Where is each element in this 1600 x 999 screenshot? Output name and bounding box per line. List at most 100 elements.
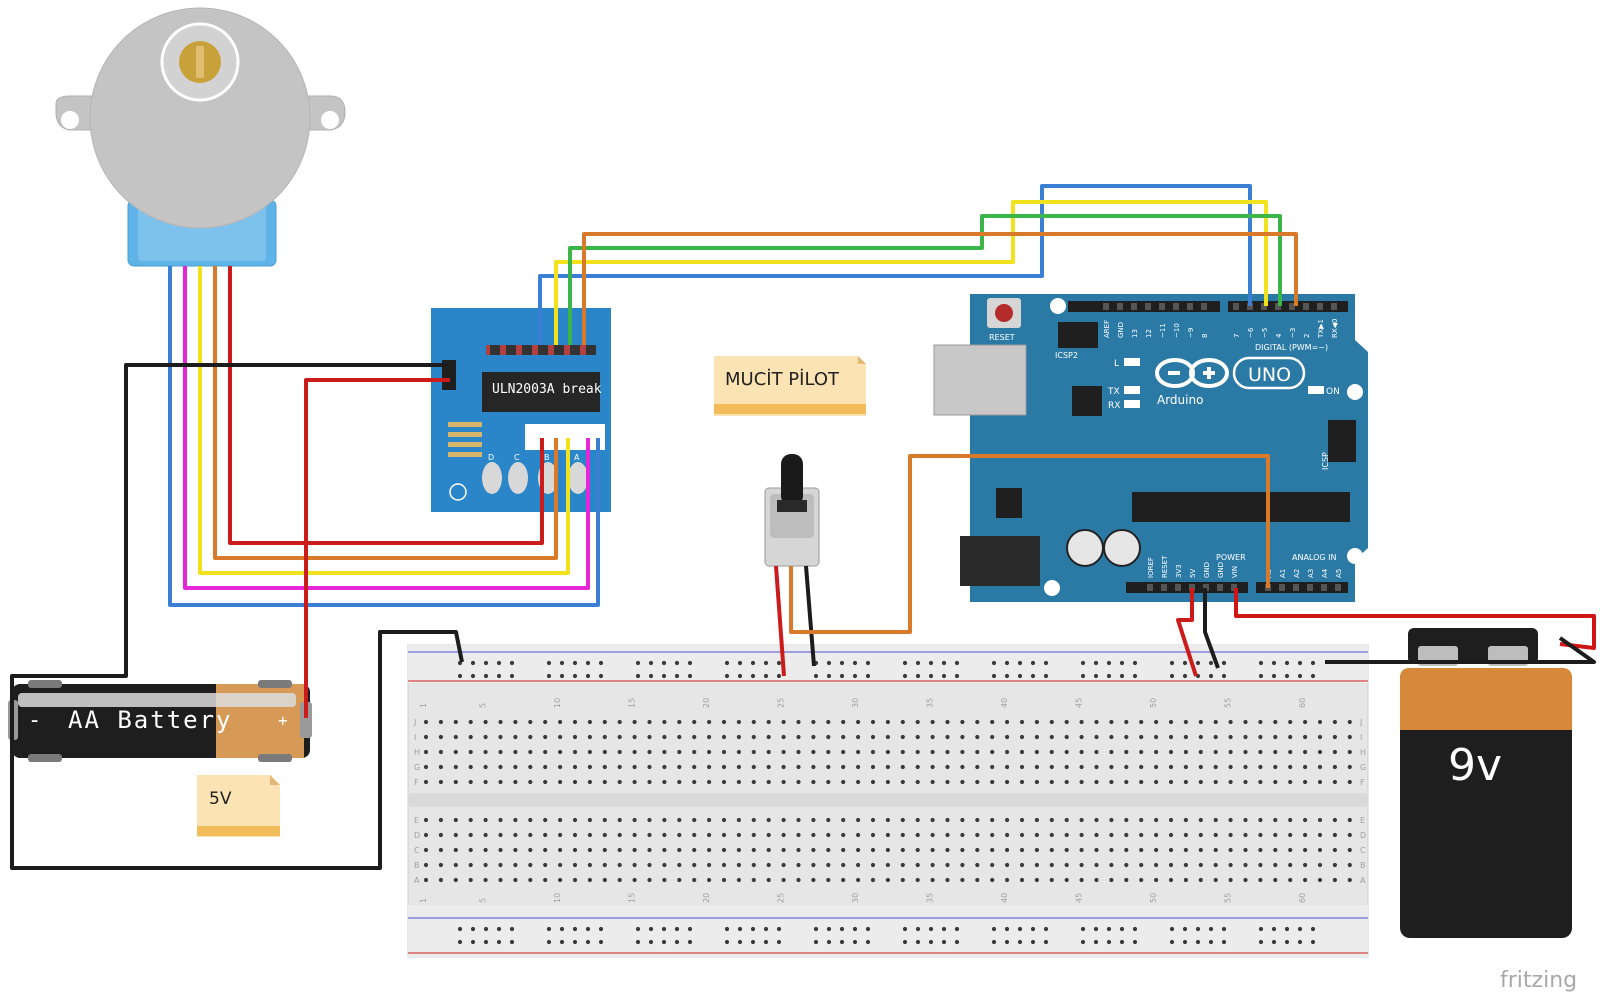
terminal-hole bbox=[543, 779, 548, 785]
terminal-hole bbox=[1273, 764, 1278, 770]
terminal-hole bbox=[841, 779, 846, 785]
terminal-hole bbox=[483, 817, 488, 823]
terminal-hole bbox=[960, 764, 965, 770]
pin-label: 3V3 bbox=[1175, 564, 1183, 578]
terminal-hole bbox=[438, 764, 443, 770]
rail-hole bbox=[1043, 673, 1049, 679]
terminal-hole bbox=[975, 847, 980, 853]
terminal-hole bbox=[960, 779, 965, 785]
terminal-hole bbox=[1109, 877, 1114, 883]
rail-hole bbox=[826, 926, 832, 932]
terminal-hole bbox=[528, 764, 533, 770]
header-hole bbox=[1201, 303, 1207, 310]
terminal-hole bbox=[543, 764, 548, 770]
terminal-hole bbox=[781, 779, 786, 785]
terminal-hole bbox=[1243, 734, 1248, 740]
header-hole bbox=[1117, 303, 1123, 310]
rail-hole bbox=[1195, 939, 1201, 945]
terminal-hole bbox=[1019, 847, 1025, 853]
terminal-hole bbox=[960, 719, 965, 725]
terminal-hole bbox=[662, 862, 667, 868]
rail-hole bbox=[1093, 926, 1099, 932]
rail-hole bbox=[954, 673, 960, 679]
terminal-hole bbox=[498, 847, 503, 853]
terminal-hole bbox=[1034, 862, 1039, 868]
terminal-hole bbox=[1243, 719, 1248, 725]
rail-hole bbox=[724, 660, 730, 666]
rail-hole bbox=[915, 660, 921, 666]
terminal-hole bbox=[572, 749, 578, 755]
terminal-hole bbox=[766, 832, 771, 838]
terminal-hole bbox=[423, 749, 429, 755]
terminal-hole bbox=[945, 877, 950, 883]
terminal-hole bbox=[1079, 779, 1084, 785]
terminal-hole bbox=[1034, 764, 1039, 770]
terminal-hole bbox=[1228, 817, 1233, 823]
header-hole bbox=[1231, 584, 1237, 591]
rail-hole bbox=[687, 673, 693, 679]
terminal-hole bbox=[528, 862, 533, 868]
terminal-hole bbox=[1079, 877, 1084, 883]
terminal-hole bbox=[1019, 764, 1025, 770]
rail-hole bbox=[915, 926, 921, 932]
terminal-hole bbox=[1288, 764, 1293, 770]
rail-hole bbox=[813, 673, 819, 679]
terminal-hole bbox=[1303, 764, 1308, 770]
rail-hole bbox=[1284, 673, 1290, 679]
rail-hole bbox=[585, 660, 591, 666]
terminal-hole bbox=[856, 779, 861, 785]
terminal-hole bbox=[528, 779, 533, 785]
terminal-hole bbox=[1154, 779, 1159, 785]
terminal-hole bbox=[468, 734, 473, 740]
terminal-hole bbox=[811, 847, 816, 853]
terminal-hole bbox=[1303, 847, 1308, 853]
terminal-hole bbox=[930, 832, 935, 838]
terminal-hole bbox=[1303, 877, 1308, 883]
terminal-hole bbox=[662, 832, 667, 838]
rail-hole bbox=[991, 660, 997, 666]
terminal-hole bbox=[1183, 734, 1188, 740]
wire-motor-blue bbox=[168, 266, 600, 607]
terminal-hole bbox=[1317, 749, 1323, 755]
rail-hole bbox=[1093, 673, 1099, 679]
terminal-hole bbox=[841, 734, 846, 740]
terminal-hole bbox=[781, 862, 786, 868]
terminal-hole bbox=[1258, 832, 1263, 838]
terminal-hole bbox=[468, 749, 473, 755]
terminal-hole bbox=[602, 847, 607, 853]
terminal-hole bbox=[1124, 817, 1129, 823]
arduino-power-label: POWER bbox=[1216, 553, 1246, 562]
terminal-hole bbox=[1243, 817, 1248, 823]
terminal-hole bbox=[751, 749, 756, 755]
header-hole bbox=[1275, 303, 1281, 310]
terminal-hole bbox=[1303, 817, 1308, 823]
column-number: 15 bbox=[628, 698, 637, 708]
terminal-hole bbox=[870, 779, 876, 785]
terminal-hole bbox=[1228, 832, 1233, 838]
battery-9v-label: 9v bbox=[1448, 740, 1502, 791]
terminal-hole bbox=[990, 877, 995, 883]
terminal-hole bbox=[602, 832, 607, 838]
pin-label: RX◀0 bbox=[1331, 319, 1339, 339]
row-letter: J bbox=[413, 718, 416, 727]
terminal-hole bbox=[885, 847, 891, 853]
rail-hole bbox=[1169, 660, 1175, 666]
terminal-hole bbox=[1213, 862, 1218, 868]
rail-hole bbox=[1310, 673, 1316, 679]
pin-label: ~11 bbox=[1159, 323, 1167, 338]
rail-hole bbox=[1208, 673, 1214, 679]
row-letter: I bbox=[1360, 733, 1362, 742]
rail-hole bbox=[1208, 660, 1214, 666]
rail-hole bbox=[1182, 939, 1188, 945]
column-number: 45 bbox=[1075, 893, 1084, 903]
rail-hole bbox=[1271, 673, 1277, 679]
terminal-hole bbox=[587, 764, 593, 770]
terminal-hole bbox=[856, 862, 861, 868]
terminal-hole bbox=[602, 877, 607, 883]
terminal-hole bbox=[662, 847, 667, 853]
terminal-hole bbox=[1094, 749, 1099, 755]
terminal-hole bbox=[1034, 877, 1039, 883]
terminal-hole bbox=[513, 734, 518, 740]
terminal-hole bbox=[1005, 832, 1010, 838]
terminal-hole bbox=[1049, 764, 1054, 770]
